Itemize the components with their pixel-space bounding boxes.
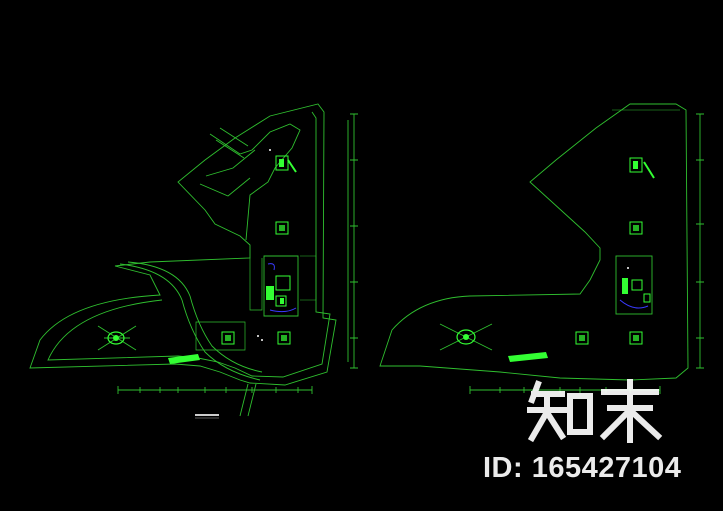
watermark-logo — [527, 379, 663, 443]
left-plan-details — [107, 149, 297, 419]
watermark-id-text: ID: 165427104 — [483, 452, 682, 484]
right-dimension-right — [696, 113, 704, 369]
left-site-boundary — [29, 103, 337, 386]
left-exit-road — [239, 383, 257, 417]
left-dimension-bottom — [117, 386, 313, 394]
left-curved-road — [119, 263, 261, 381]
right-plan-details — [456, 157, 655, 362]
right-site-plan — [379, 103, 704, 394]
right-site-boundary — [379, 103, 689, 381]
left-site-inner-road — [47, 111, 331, 378]
left-dimension-right — [347, 113, 358, 369]
left-access-arm — [209, 123, 301, 241]
